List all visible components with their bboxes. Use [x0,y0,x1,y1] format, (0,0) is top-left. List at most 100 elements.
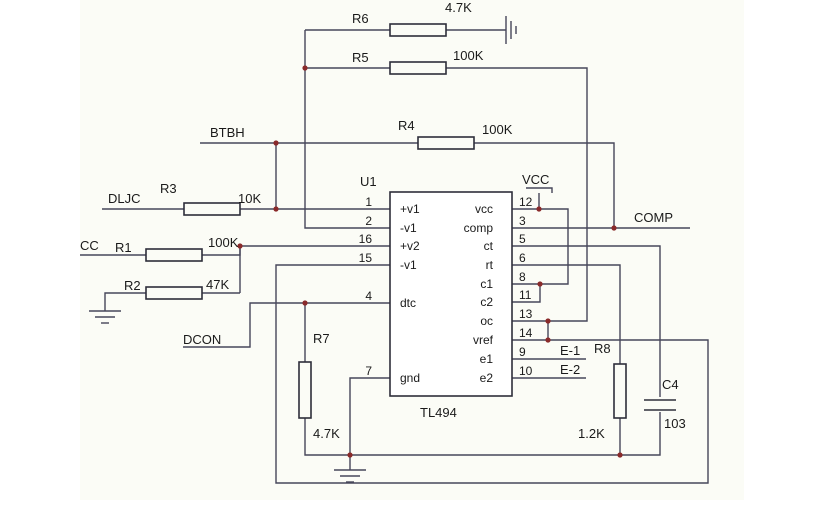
ic-pin-name: c1 [480,277,493,291]
ic-pin-name: oc [480,314,493,328]
r6-value: 4.7K [445,0,472,15]
ic-pin-number: 9 [519,345,526,359]
r5-value: 100K [453,48,484,63]
wire-pin11 [512,284,541,303]
resistors [145,23,627,419]
ic-part-name: TL494 [420,405,457,420]
net-vcc: VCC [522,172,549,187]
ic-pin-name: +v2 [400,239,420,253]
ic-pin-name: gnd [400,371,420,385]
ic-pin-number: 6 [519,251,526,265]
ic-pin-number: 3 [519,214,526,228]
net-e2: E-2 [560,362,580,377]
junction-dot [617,452,623,458]
ic-pin-number: 14 [519,326,533,340]
junction-dot [545,318,551,324]
ground-symbols [89,16,517,483]
capacitor-c4 [644,399,676,411]
ic-pin-number: 10 [519,364,533,378]
net-comp: COMP [634,210,673,225]
r1-value: 100K [208,235,239,250]
net-e1: E-1 [560,343,580,358]
wire-c4-bottom [620,412,661,456]
ic-pin-number: 13 [519,307,533,321]
net-cc: CC [80,238,99,253]
ic-pin-number: 7 [365,364,372,378]
r8-ref: R8 [594,341,611,356]
wire-left-column [304,30,390,229]
net-dcon: DCON [183,332,221,347]
junction-dot [545,337,551,343]
r2-value: 47K [206,277,229,292]
ic-pin-number: 2 [365,214,372,228]
junction-dot [536,206,542,212]
junction-dot [237,243,243,249]
wire-pin6-rt [512,264,621,364]
ic-pin-number: 1 [365,195,372,209]
r5-ref: R5 [352,50,369,65]
r7-ref: R7 [313,331,330,346]
ic-pin-number: 11 [519,288,532,302]
ic-pin-name: c2 [480,295,493,309]
resistor-r4 [417,136,475,150]
r4-value: 100K [482,122,513,137]
r3-value: 10K [238,191,261,206]
ic-pin-name: -v1 [400,258,417,272]
r6-ref: R6 [352,11,369,26]
junction-dot [537,281,543,287]
ic-pin-name: rt [486,258,494,272]
r8-value: 1.2K [578,426,605,441]
wire-pin5-ct [512,245,661,397]
ic-pin-name: vcc [475,202,493,216]
wire-vcc [526,187,553,193]
wire-dcon [183,302,390,348]
resistor-r1 [145,248,203,262]
net-dljc: DLJC [108,191,141,206]
ic-pin-number: 15 [359,251,373,265]
net-labels: BTBH DLJC CC DCON VCC COMP E-1 E-2 [80,125,673,377]
junction-dot [273,206,279,212]
ground-icon-r6 [505,16,517,44]
ground-icon-r2 [89,310,121,324]
ic-pin-name: comp [464,221,494,235]
ground-icon-main [334,469,366,483]
r1-ref: R1 [115,240,132,255]
ic-pin-name: vref [473,333,494,347]
resistor-r3 [183,202,241,216]
wires [80,29,709,484]
resistor-r5 [389,61,447,75]
junction-dot [302,300,308,306]
wire-pin15-loop [275,264,709,484]
wire-pin7 [349,377,390,470]
ic-pin-name: e2 [480,371,494,385]
ic-pin-number: 12 [519,195,533,209]
ic-pin-number: 16 [359,232,373,246]
junction-dot [302,65,308,71]
resistor-r6 [389,23,447,37]
junction-dot [347,452,353,458]
net-btbh: BTBH [210,125,245,140]
wire-r5-right [446,67,588,322]
r4-ref: R4 [398,118,415,133]
component-labels: R6 4.7K R5 100K R4 100K R3 10K R1 100K R… [115,0,686,441]
c4-value: 103 [664,416,686,431]
wire-r4-right [474,142,615,228]
r2-ref: R2 [124,278,141,293]
ic-pin-number: 5 [519,232,526,246]
junction-dot [611,225,617,231]
c4-ref: C4 [662,377,679,392]
ic-pin-name: +v1 [400,202,420,216]
r7-value: 4.7K [313,426,340,441]
ic-tl494-body [389,191,513,397]
ic-pin-name: ct [484,239,494,253]
resistor-r8 [613,363,627,419]
resistor-r2 [145,286,203,300]
ic-pin-number: 8 [519,270,526,284]
wire-r7-bottom [304,418,620,456]
ic-pin-name: -v1 [400,221,417,235]
junction-dot [273,140,279,146]
resistor-r7 [298,361,312,419]
r3-ref: R3 [160,181,177,196]
